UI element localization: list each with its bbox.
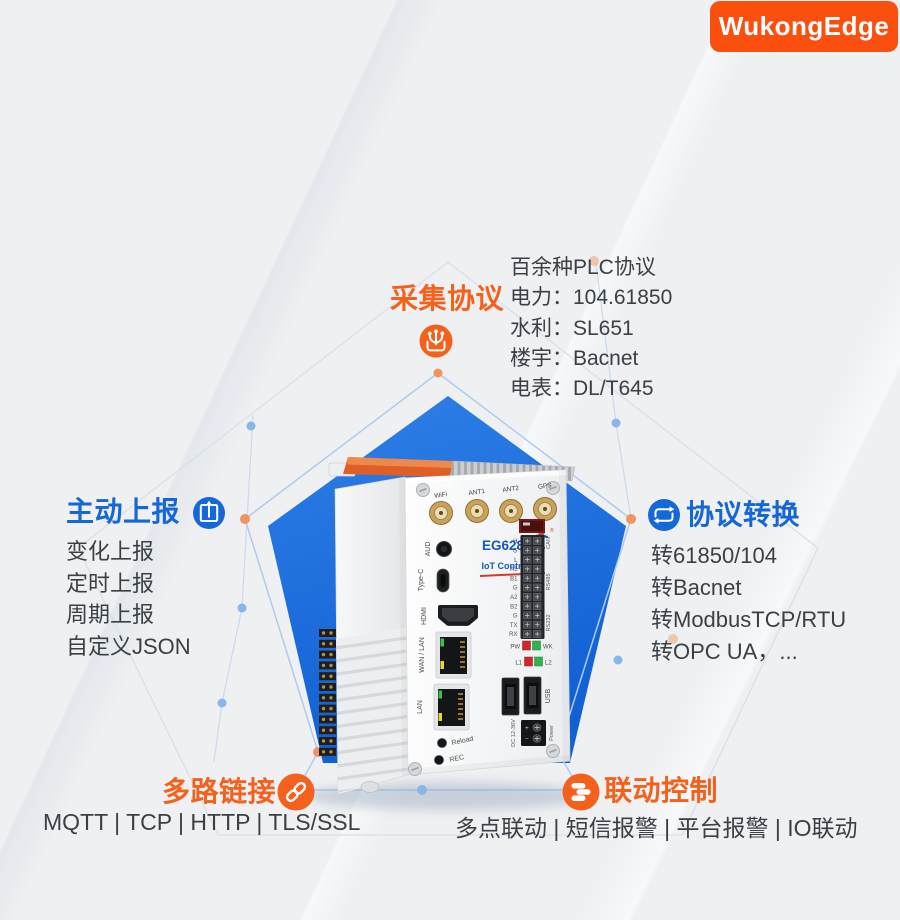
dc-label: DC 12-36V xyxy=(511,719,517,747)
wanlan-port xyxy=(435,631,472,679)
report-icon xyxy=(193,497,225,529)
device-side xyxy=(319,476,409,795)
hdmi-label: HDMI xyxy=(421,607,428,625)
collect-list: 百余种PLC协议 电力：104.61850 水利：SL651 楼宇：Bacnet… xyxy=(510,253,672,404)
rs485-label: RS485 xyxy=(546,573,552,590)
list-item: 变化上报 xyxy=(66,539,155,564)
status-leds: PW WK L1 L2 xyxy=(510,640,553,667)
gps-label: GPS xyxy=(538,482,553,491)
terminal-pin-label: L xyxy=(514,558,518,564)
list-item: 楼宇：Bacnet xyxy=(510,346,639,370)
device-front: WiFi ANT1 ANT2 GPS AUD EG628 ® IoT Contr… xyxy=(404,469,571,777)
terminal-block xyxy=(520,535,545,639)
lan-port xyxy=(433,683,470,731)
svg-text:+: + xyxy=(525,725,529,732)
rs232-label: RS232 xyxy=(546,614,552,631)
usb-label: USB xyxy=(545,688,552,703)
terminal-pin-label: G xyxy=(513,586,518,592)
convert-list: 转61850/104 转Bacnet 转ModbusTCP/RTU 转OPC U… xyxy=(651,540,846,668)
terminal-pin-label: G xyxy=(513,614,518,620)
linkage-text: 多点联动 | 短信报警 | 平台报警 | IO联动 xyxy=(455,815,858,841)
can-label: CAN xyxy=(546,537,552,549)
hdmi-port xyxy=(438,605,478,626)
typec-label: Type-C xyxy=(418,569,425,592)
multilink-title: 多路链接 xyxy=(162,776,277,807)
terminal-pin-label: RX xyxy=(509,632,517,638)
convert-icon xyxy=(648,499,680,531)
wk-label: WK xyxy=(543,645,553,651)
left-guide-line xyxy=(213,414,254,763)
rec-label: REC xyxy=(449,754,465,764)
list-item: 水利：SL651 xyxy=(510,316,634,340)
screw xyxy=(415,482,431,498)
product-text: IoT Controller xyxy=(482,561,541,571)
reload-label: Reload xyxy=(451,735,474,746)
list-item: 转Bacnet xyxy=(651,575,742,600)
multilink-icon xyxy=(277,773,315,811)
lan-label: LAN xyxy=(417,700,424,714)
outer-pentagon-outline xyxy=(77,261,819,836)
collect-icon xyxy=(419,324,453,358)
linkage-title: 联动控制 xyxy=(604,775,719,806)
svg-text:−: − xyxy=(525,736,529,743)
power-terminal: + − xyxy=(521,720,546,746)
device-photo: WiFi ANT1 ANT2 GPS AUD EG628 ® IoT Contr… xyxy=(319,457,576,795)
terminal-pin-label: G xyxy=(513,549,518,555)
screw xyxy=(407,761,423,777)
list-item: 自定义JSON xyxy=(66,633,191,659)
report-list: 变化上报 定时上报 周期上报 自定义JSON xyxy=(66,536,191,662)
usb-port-1 xyxy=(501,677,520,716)
aud-port-inner xyxy=(441,546,447,552)
list-item: 定时上报 xyxy=(66,570,155,596)
ant1-label: ANT1 xyxy=(468,488,486,497)
terminal-pin-label: B1 xyxy=(510,576,518,582)
brand-badge-label: WukongEdge xyxy=(718,11,890,41)
terminal-pin-label: A2 xyxy=(510,595,518,601)
collect-title: 采集协议 xyxy=(390,283,505,314)
terminal-pin-labels: H G L A1 B1 G A2 B2 G TX RX xyxy=(509,539,518,638)
report-title: 主动上报 xyxy=(66,496,181,527)
list-item: 周期上报 xyxy=(66,602,155,627)
model-text: EG628 xyxy=(482,538,525,553)
pw-label: PW xyxy=(510,645,520,651)
sim-window xyxy=(519,519,545,533)
convert-title: 协议转换 xyxy=(686,499,801,530)
l2-label: L2 xyxy=(545,661,552,667)
wanlan-label: WAN / LAN xyxy=(419,637,426,673)
list-item: 转OPC UA，... xyxy=(651,639,798,664)
list-item: 电表：DL/T645 xyxy=(510,377,654,401)
registered-mark: ® xyxy=(550,527,554,534)
wifi-label: WiFi xyxy=(434,491,448,500)
ant2-label: ANT2 xyxy=(502,485,520,494)
rec-button xyxy=(434,755,444,765)
multilink-text: MQTT | TCP | HTTP | TLS/SSL xyxy=(43,809,361,835)
list-item: 转ModbusTCP/RTU xyxy=(651,607,847,632)
screw xyxy=(545,743,561,759)
terminal-pin-label: TX xyxy=(510,623,518,629)
terminal-pin-label: B2 xyxy=(510,604,518,610)
vertex-dots xyxy=(217,256,678,795)
terminal-pin-label: H xyxy=(513,539,517,545)
list-item: 电力：104.61850 xyxy=(510,286,673,310)
linkage-icon xyxy=(562,773,600,811)
list-item: 转61850/104 xyxy=(651,543,777,568)
aud-label: AUD xyxy=(425,542,432,557)
power-label: Power xyxy=(549,725,555,741)
terminal-pin-label: A1 xyxy=(510,567,518,573)
typec-port-inner xyxy=(440,574,446,587)
brand-badge: WukongEdge xyxy=(710,1,898,52)
pin-header-connector xyxy=(319,629,336,756)
usb-port-2 xyxy=(523,676,542,715)
reload-button xyxy=(437,738,447,748)
list-item: 百余种PLC协议 xyxy=(510,256,656,279)
l1-label: L1 xyxy=(515,661,522,667)
